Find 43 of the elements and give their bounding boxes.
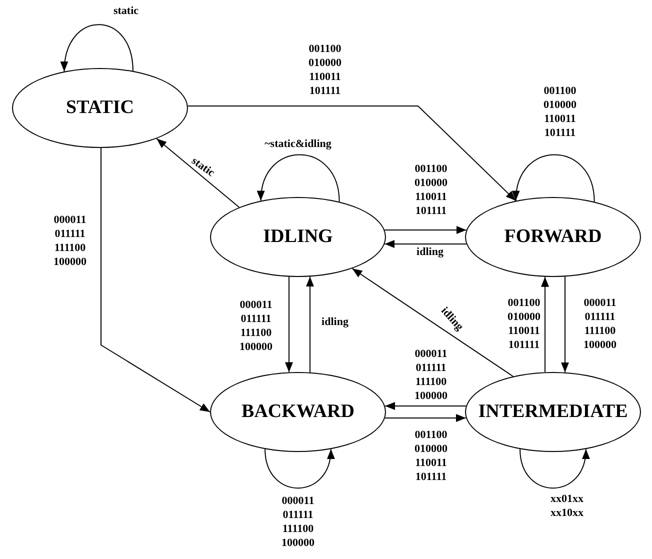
edge-label: 001100 010000 110011 101111 (544, 84, 576, 140)
state-ellipse (210, 197, 386, 277)
state-ellipse (12, 68, 188, 148)
arrow (187, 106, 516, 202)
arrow (520, 448, 589, 489)
arrow (156, 138, 240, 208)
state-name: STATIC (66, 96, 134, 120)
arrow (352, 268, 514, 377)
arrow (384, 240, 467, 248)
arrow (384, 226, 467, 234)
arrow (100, 148, 210, 412)
edge-label: 000011 011111 111100 100000 (240, 298, 272, 354)
edge-label: 001100 010000 110011 101111 (308, 42, 342, 98)
edge-label: 000011 011111 111100 100000 (414, 347, 448, 403)
arrow (264, 448, 334, 489)
state-ellipse (465, 372, 641, 452)
edge-label: 000011 011111 111100 100000 (282, 494, 314, 550)
edge-label: static (113, 4, 139, 18)
arrow (61, 24, 134, 72)
edge-label: 001100 010000 110011 101111 (414, 162, 448, 218)
state-name: INTERMEDIATE (478, 400, 628, 424)
state-name: IDLING (263, 224, 333, 249)
edge-label: 000011 011111 111100 100000 (584, 296, 616, 352)
edge-label: 000011 011111 111100 100000 (54, 213, 86, 269)
state-ellipse (210, 372, 386, 452)
arrow (561, 276, 569, 373)
arrow (285, 276, 293, 373)
edge-label: ~static&idling (264, 137, 332, 151)
edge-label: xx01xx xx10xx (550, 492, 584, 520)
arrow (384, 402, 466, 410)
edge-label: idling (322, 315, 348, 329)
arrow (541, 276, 549, 373)
arrow (512, 154, 595, 202)
state-ellipse (465, 197, 641, 277)
arrow (258, 154, 340, 202)
edge-label: static (188, 154, 218, 180)
arrow (384, 414, 466, 422)
arrow (306, 276, 314, 373)
edge-label: idling (416, 245, 444, 259)
state-name: FORWARD (504, 224, 602, 249)
state-name: BACKWARD (242, 400, 354, 424)
edge-label: 001100 010000 110011 101111 (508, 296, 540, 352)
edge-label: 001100 010000 110011 101111 (414, 428, 448, 484)
